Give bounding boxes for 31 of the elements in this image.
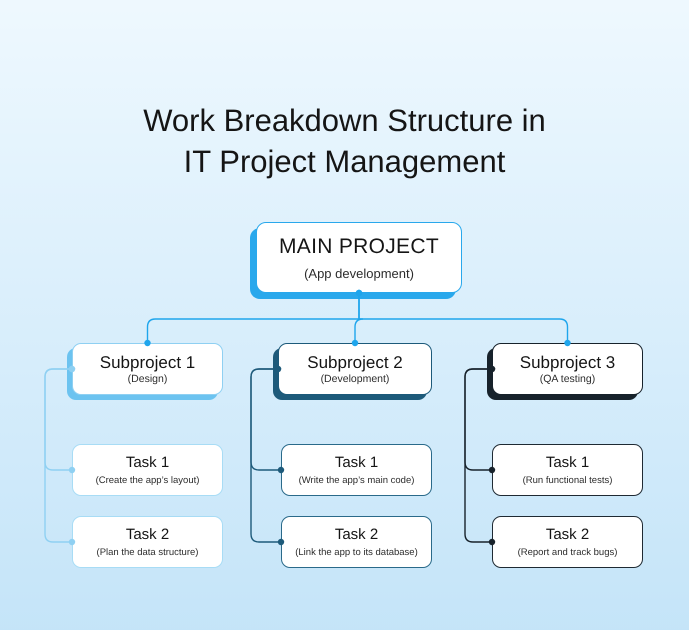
task-card (281, 516, 432, 568)
node-title: Subproject 1 (100, 352, 196, 373)
diagram-title: Work Breakdown Structure in IT Project Management (142, 102, 547, 181)
node-title: Subproject 2 (307, 352, 403, 373)
node-title: Subproject 3 (520, 352, 616, 373)
node-subtitle: (App development) (304, 264, 414, 282)
node-subtitle: (Run functional tests) (522, 475, 612, 487)
node-title: Task 2 (334, 525, 378, 544)
task-card (492, 516, 643, 568)
task-card (492, 444, 643, 496)
task-card (281, 444, 432, 496)
node-subtitle: (Report and track bugs) (518, 547, 618, 559)
node-title: Task 1 (546, 453, 590, 472)
node-title: Task 1 (126, 453, 170, 472)
node-subtitle: (Link the app to its database) (295, 547, 418, 559)
node-title: Task 1 (334, 453, 378, 472)
node-title: Task 2 (126, 525, 170, 544)
node-subtitle: (Create the app’s layout) (96, 475, 200, 487)
node-title: Task 2 (546, 525, 590, 544)
node-subtitle: (Development) (320, 373, 390, 386)
task-card (72, 516, 223, 568)
node-title: MAIN PROJECT (279, 234, 439, 260)
node-subtitle: (Design) (128, 373, 168, 386)
connector-line (464, 366, 496, 546)
node-subtitle: (QA testing) (540, 373, 596, 386)
connector-line (356, 290, 571, 346)
task-card (72, 444, 223, 496)
node-subtitle: (Write the app’s main code) (298, 475, 414, 487)
connector-line (250, 366, 284, 546)
connector-line (44, 366, 76, 546)
node-subtitle: (Plan the data structure) (96, 547, 198, 559)
